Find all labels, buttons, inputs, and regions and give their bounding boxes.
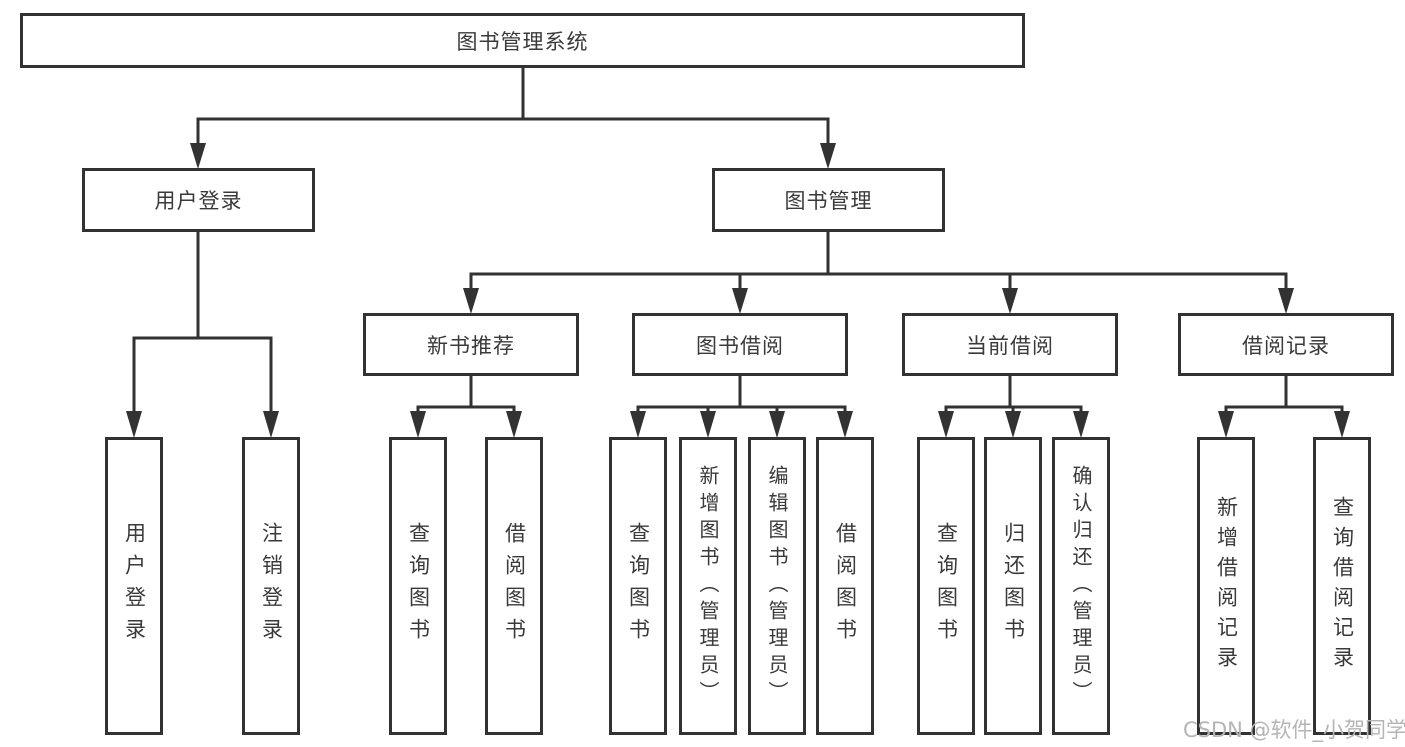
leaf-user-login-label: 用户登录 (122, 522, 147, 650)
leaf-bb-add-books-admin-label: 新增图书（管理员） (696, 464, 720, 708)
node-current-borrowing-label: 当前借阅 (966, 333, 1054, 358)
leaf-br-query-record-label: 查询借阅记录 (1330, 496, 1355, 676)
leaf-cb-confirm-return-admin: 确认归还（管理员） (1052, 437, 1110, 735)
node-user-login: 用户登录 (82, 168, 315, 232)
node-new-book-recommend: 新书推荐 (363, 313, 579, 376)
csdn-watermark: CSDN @软件_小贺同学 (1183, 718, 1405, 742)
leaf-bb-borrow-books-label: 借阅图书 (833, 522, 858, 650)
node-borrowing-records-label: 借阅记录 (1242, 333, 1330, 358)
node-book-borrowing: 图书借阅 (632, 313, 848, 376)
arrowhead-icons (126, 143, 1350, 438)
leaf-bb-borrow-books: 借阅图书 (816, 437, 874, 735)
leaf-br-query-record: 查询借阅记录 (1313, 437, 1371, 735)
leaf-cb-query-books-label: 查询图书 (934, 522, 959, 650)
leaf-br-add-record-label: 新增借阅记录 (1214, 496, 1239, 676)
node-book-management-label: 图书管理 (784, 189, 873, 213)
node-new-book-recommend-label: 新书推荐 (427, 333, 515, 358)
node-root-label: 图书管理系统 (456, 29, 589, 54)
leaf-cb-return-books-label: 归还图书 (1001, 522, 1026, 650)
connector-lines (132, 64, 1344, 415)
node-root: 图书管理系统 (20, 13, 1025, 68)
leaf-bb-edit-books-admin-label: 编辑图书（管理员） (765, 464, 789, 708)
node-borrowing-records: 借阅记录 (1178, 313, 1394, 376)
node-book-management: 图书管理 (712, 168, 945, 232)
node-current-borrowing: 当前借阅 (902, 313, 1118, 376)
leaf-br-add-record: 新增借阅记录 (1197, 437, 1255, 735)
leaf-bb-query-books-label: 查询图书 (626, 522, 651, 650)
node-user-login-label: 用户登录 (154, 189, 243, 213)
leaf-cb-return-books: 归还图书 (984, 437, 1042, 735)
leaf-logout: 注销登录 (242, 437, 300, 735)
leaf-nbr-borrow-books: 借阅图书 (485, 437, 543, 735)
leaf-nbr-query-books-label: 查询图书 (406, 522, 431, 650)
leaf-nbr-borrow-books-label: 借阅图书 (502, 522, 527, 650)
leaf-nbr-query-books: 查询图书 (389, 437, 447, 735)
leaf-bb-query-books: 查询图书 (609, 437, 667, 735)
leaf-bb-add-books-admin: 新增图书（管理员） (679, 437, 737, 735)
leaf-user-login: 用户登录 (105, 437, 163, 735)
leaf-cb-confirm-return-admin-label: 确认归还（管理员） (1069, 464, 1093, 708)
leaf-cb-query-books: 查询图书 (917, 437, 975, 735)
leaf-logout-label: 注销登录 (259, 522, 284, 650)
leaf-bb-edit-books-admin: 编辑图书（管理员） (748, 437, 806, 735)
node-book-borrowing-label: 图书借阅 (696, 333, 784, 358)
